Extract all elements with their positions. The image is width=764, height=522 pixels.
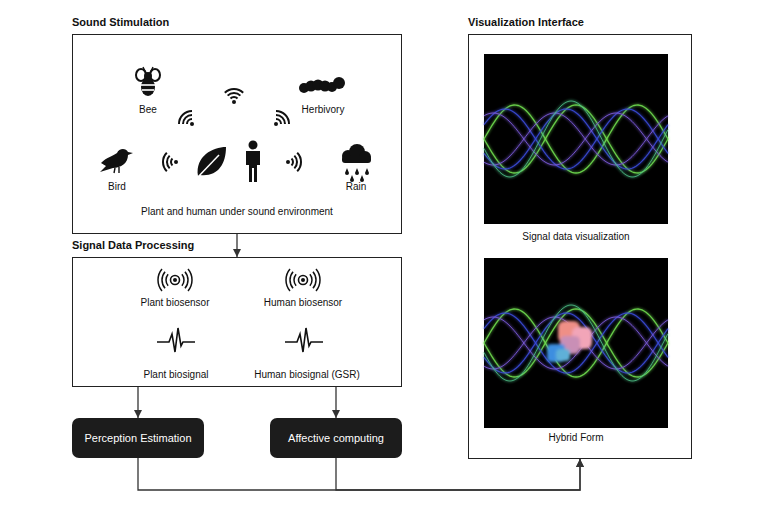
- icon-label: Signal data visualization: [522, 231, 629, 242]
- panel-box: Visualization Interface: [468, 34, 692, 459]
- process-box: Perception Estimation: [72, 418, 204, 458]
- biosignal-icon: [157, 328, 195, 352]
- icon-label: Rain: [346, 181, 367, 192]
- process-box: Affective computing: [270, 418, 402, 458]
- biosensor-icons: [158, 269, 320, 291]
- flow-arrow: [137, 387, 138, 418]
- box-heading: Visualization Interface: [468, 16, 584, 28]
- box-heading: Sound Stimulation: [72, 16, 169, 28]
- box-label: Perception Estimation: [85, 432, 192, 444]
- icon-label: Human biosignal (GSR): [254, 369, 360, 380]
- flow-arrow: [236, 234, 237, 257]
- box-label: Affective computing: [288, 432, 384, 444]
- hybrid-blob: [547, 321, 592, 362]
- icon-label: Hybrid Form: [548, 432, 603, 443]
- flow-arrow: [336, 458, 580, 490]
- sound-wave-icons: [163, 89, 301, 171]
- process-box: Sound StimulationPlant and human under s…: [72, 34, 402, 234]
- flow-arrow: [335, 387, 336, 418]
- signal-waves: [484, 305, 668, 381]
- box-caption: Plant and human under sound environment: [73, 206, 401, 217]
- signal-visualization-image: [484, 54, 668, 224]
- process-box: Signal Data Processing: [72, 257, 402, 387]
- hybrid-form-image: [484, 258, 668, 428]
- icon-label: Human biosensor: [264, 297, 342, 308]
- flow-arrow: [138, 458, 580, 490]
- icon-label: Plant biosensor: [141, 297, 210, 308]
- icon-label: Herbivory: [302, 104, 345, 115]
- icon-label: Bird: [108, 181, 126, 192]
- rain-cloud-icon: [342, 144, 371, 182]
- leaf-icon: [197, 147, 226, 178]
- person-icon: [246, 141, 260, 183]
- bee-icon: [136, 67, 160, 96]
- caterpillar-icon: [299, 77, 345, 93]
- icon-label: Bee: [139, 104, 157, 115]
- bird-icon: [100, 149, 133, 173]
- biosignal-icon: [285, 328, 323, 352]
- box-heading: Signal Data Processing: [72, 239, 194, 251]
- icon-label: Plant biosignal: [143, 369, 208, 380]
- signal-waves: [484, 101, 668, 177]
